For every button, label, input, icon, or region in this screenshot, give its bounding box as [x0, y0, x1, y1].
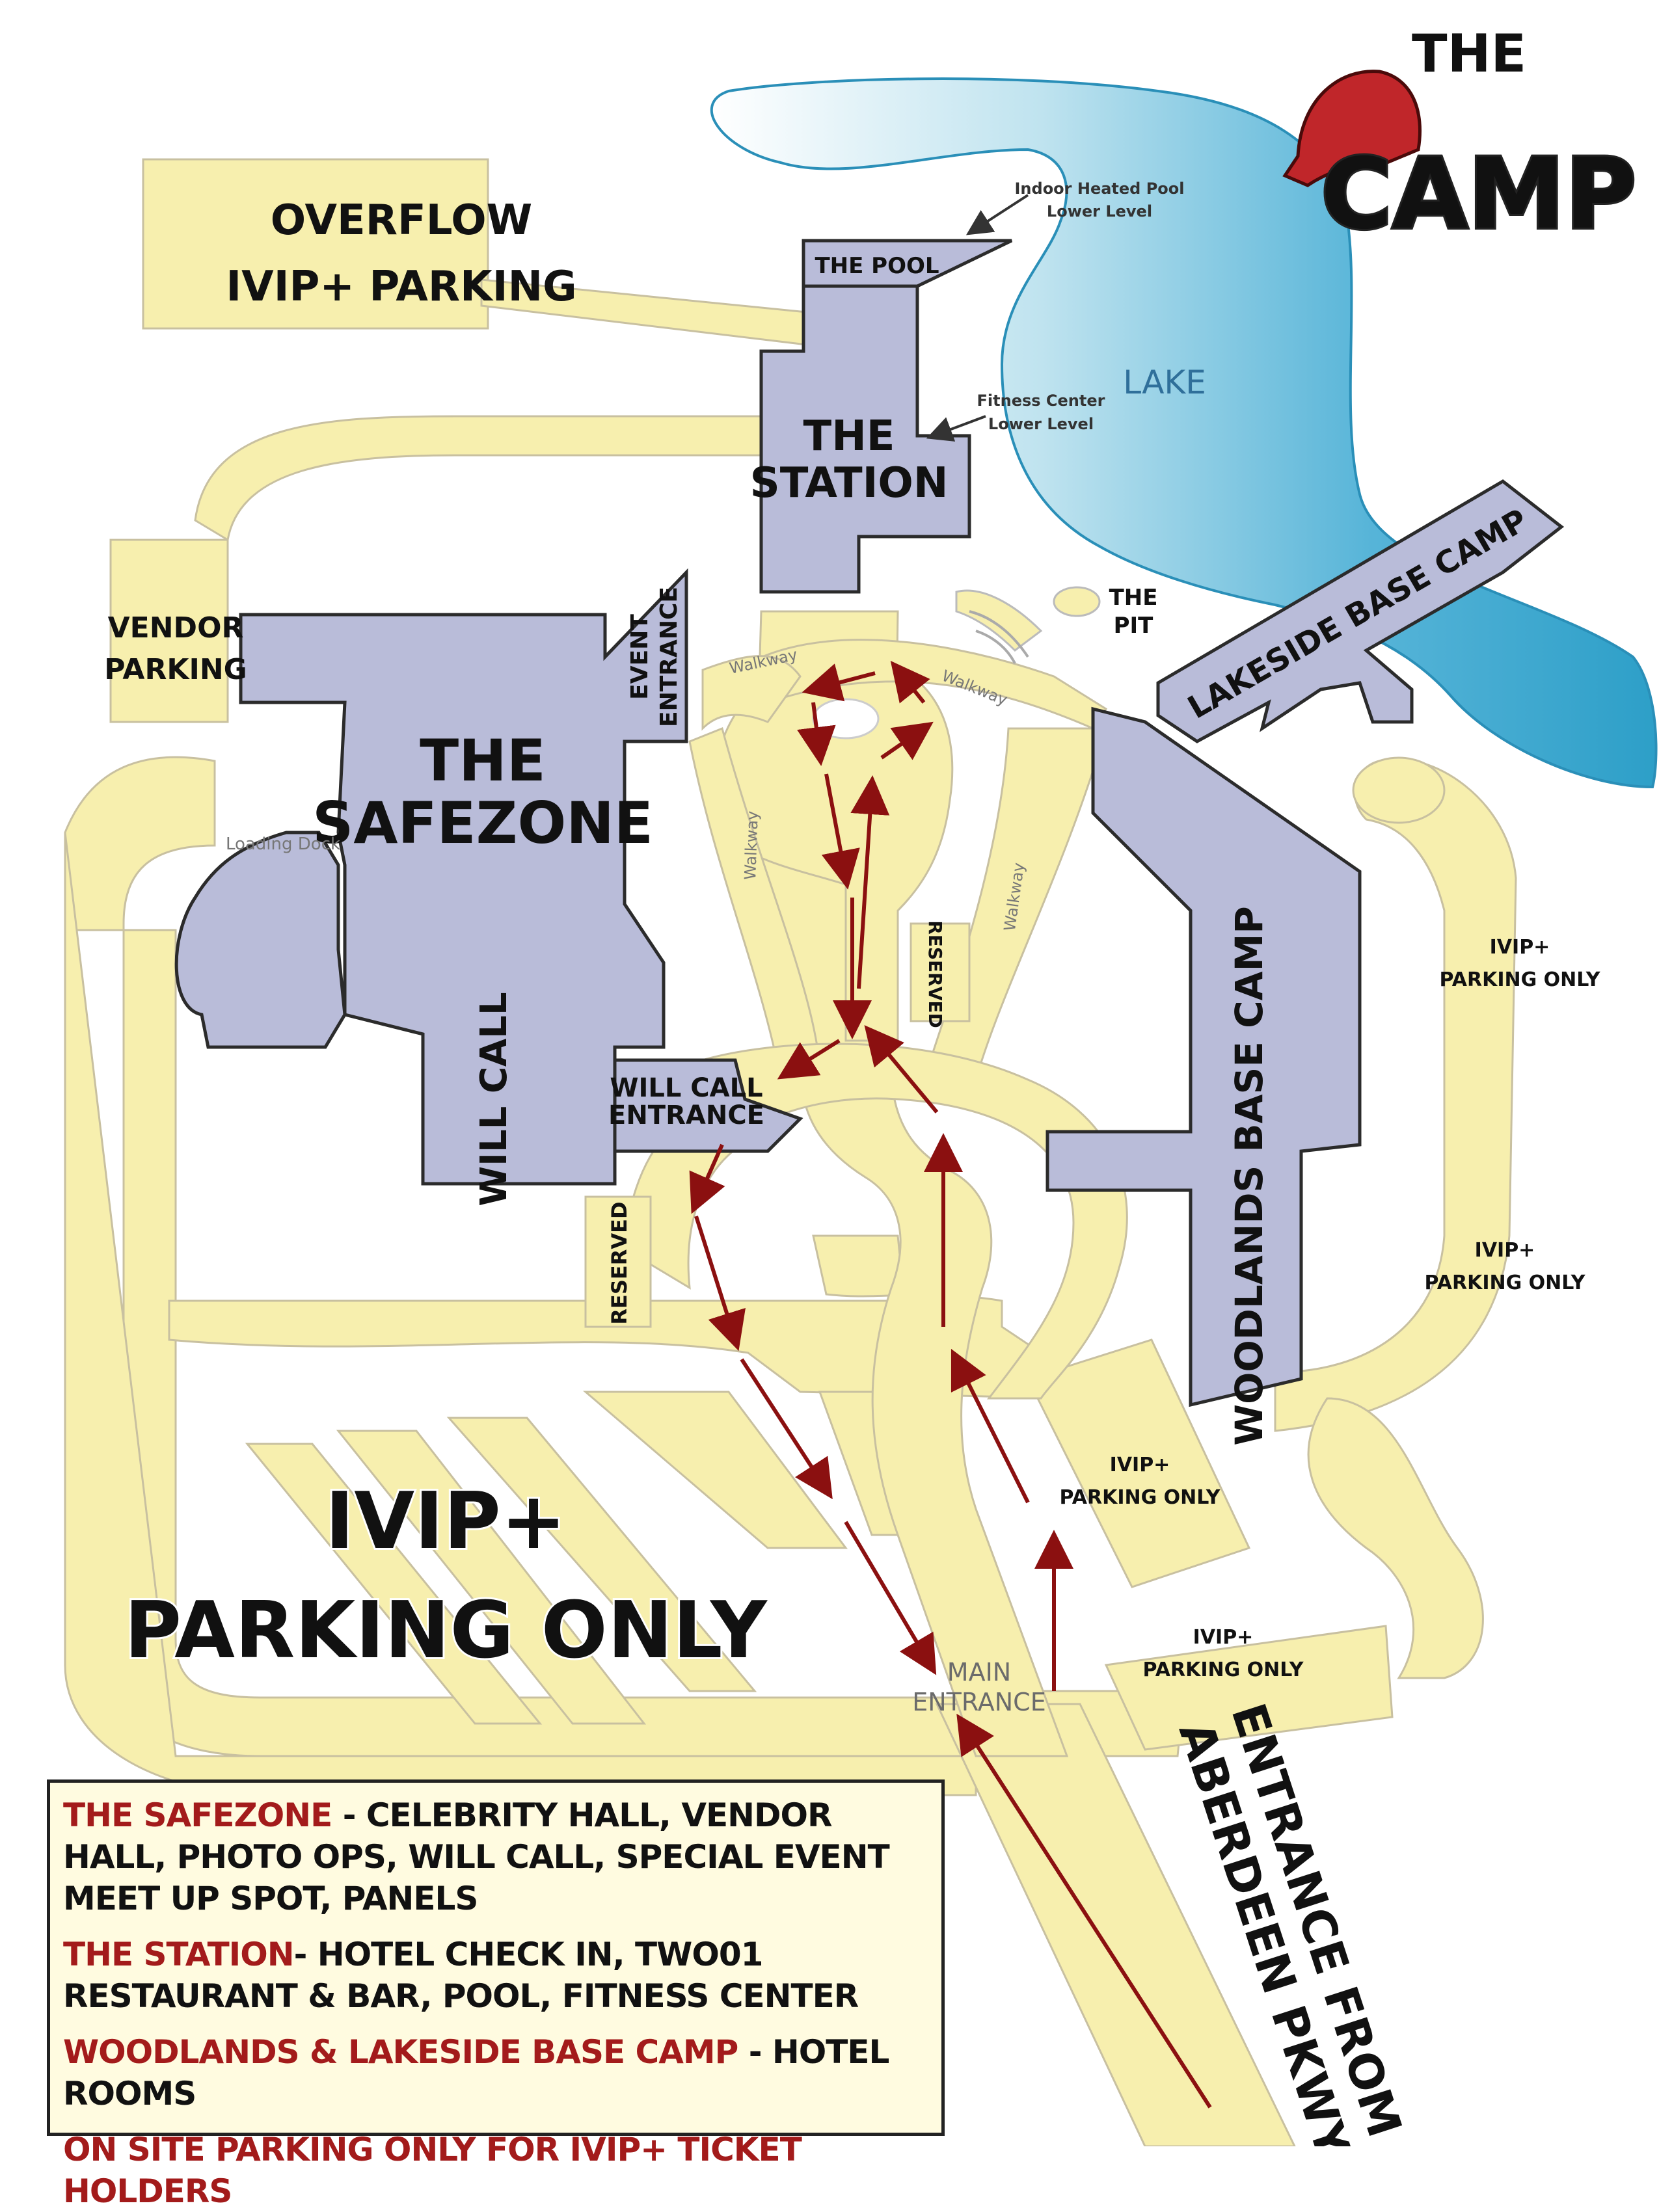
woodlands-base-camp-building: [1045, 706, 1362, 1407]
legend-station-desc: - HOTEL CHECK IN, TWO01 RESTAURANT & BAR…: [63, 1936, 859, 2015]
ivip-big-line1: IVIP+: [325, 1476, 567, 1567]
vendor-parking-line1: VENDOR: [108, 611, 244, 645]
roads-and-parking: [64, 158, 1517, 2146]
pit-label-line1: THE: [1109, 585, 1158, 611]
overflow-label-line2: IVIP+ PARKING: [226, 263, 576, 311]
legend-station-name: THE STATION: [63, 1936, 295, 1973]
station-label-line2: STATION: [750, 459, 949, 507]
overflow-label-line1: OVERFLOW: [271, 196, 532, 245]
pool-label: THE POOL: [815, 253, 939, 279]
legend-parking-note-text: ON SITE PARKING ONLY FOR IVIP+ TICKET HO…: [63, 2131, 802, 2210]
the-safezone-building: [174, 568, 688, 1186]
logo-the: THE: [1412, 23, 1526, 84]
event-entrance-line1: EVENT: [627, 614, 653, 700]
resort-map: THE CAMP OVERFLOW IVIP+ PARKING Indoor H…: [64, 23, 1658, 2146]
legend-safezone-desc: - CELEBRITY HALL, VENDOR HALL, PHOTO OPS…: [63, 1796, 890, 1917]
indoor-pool-note-line1: Indoor Heated Pool: [1015, 180, 1185, 198]
pit-label-line2: PIT: [1114, 613, 1154, 639]
ivip-small-2-line1: IVIP+: [1475, 1239, 1535, 1262]
logo-camp: CAMP: [1321, 138, 1636, 251]
reserved-label-bottom: RESERVED: [607, 1201, 632, 1324]
ivip-big-line2: PARKING ONLY: [124, 1586, 768, 1676]
will-call-entrance-line1: WILL CALL: [610, 1073, 762, 1103]
ivip-small-1-line1: IVIP+: [1490, 936, 1550, 959]
legend-safezone: THE SAFEZONE - CELEBRITY HALL, VENDOR HA…: [63, 1794, 928, 1919]
map-legend: THE SAFEZONE - CELEBRITY HALL, VENDOR HA…: [47, 1779, 945, 2210]
indoor-pool-note-line2: Lower Level: [1047, 202, 1152, 220]
walkway-label-3: Walkway: [741, 810, 762, 880]
fitness-note-line1: Fitness Center: [977, 392, 1105, 410]
legend-basecamp: WOODLANDS & LAKESIDE BASE CAMP - HOTEL R…: [63, 2031, 928, 2114]
red-cap-icon: [1282, 70, 1422, 187]
pool-pointer-arrow: [965, 194, 1029, 235]
ivip-small-4-line2: PARKING ONLY: [1143, 1659, 1304, 1681]
lake-label: LAKE: [1123, 364, 1206, 401]
will-call-entrance-line2: ENTRANCE: [608, 1100, 764, 1130]
buildings: [174, 239, 1565, 1407]
fitness-pointer-arrow: [926, 415, 986, 442]
legend-safezone-name: THE SAFEZONE: [63, 1796, 332, 1834]
legend-station: THE STATION- HOTEL CHECK IN, TWO01 RESTA…: [63, 1934, 928, 2017]
loading-dock-label: Loading Dock: [226, 834, 340, 854]
ivip-small-1-line2: PARKING ONLY: [1440, 968, 1601, 991]
ivip-small-3-line2: PARKING ONLY: [1060, 1486, 1221, 1509]
driving-route-arrows: [689, 660, 1212, 2109]
legend-parking-note: ON SITE PARKING ONLY FOR IVIP+ TICKET HO…: [63, 2129, 928, 2212]
reserved-label-top: RESERVED: [924, 920, 946, 1028]
ivip-small-4-line1: IVIP+: [1193, 1626, 1254, 1649]
main-entrance-line1: MAIN: [947, 1658, 1011, 1686]
event-entrance-line2: ENTRANCE: [656, 587, 682, 727]
safezone-label-line1: THE: [420, 727, 546, 794]
station-label-line1: THE: [803, 412, 895, 460]
legend-basecamp-name: WOODLANDS & LAKESIDE BASE CAMP: [63, 2033, 738, 2071]
will-call-entrance-building: [613, 1058, 803, 1153]
ivip-small-3-line1: IVIP+: [1110, 1454, 1170, 1476]
will-call-label: WILL CALL: [473, 992, 515, 1206]
safezone-label-line2: SAFEZONE: [312, 790, 653, 857]
woodlands-label: WOODLANDS BASE CAMP: [1227, 906, 1271, 1446]
the-station-building: [759, 284, 971, 594]
legend-basecamp-desc: - HOTEL ROOMS: [63, 2033, 889, 2112]
fitness-note-line2: Lower Level: [988, 415, 1094, 433]
main-entrance-line2: ENTRANCE: [912, 1688, 1045, 1716]
ivip-small-2-line2: PARKING ONLY: [1425, 1272, 1586, 1294]
the-camp-logo: THE CAMP: [1282, 23, 1638, 253]
lakeside-base-camp-building: [1156, 479, 1565, 743]
vendor-parking-line2: PARKING: [104, 653, 247, 686]
